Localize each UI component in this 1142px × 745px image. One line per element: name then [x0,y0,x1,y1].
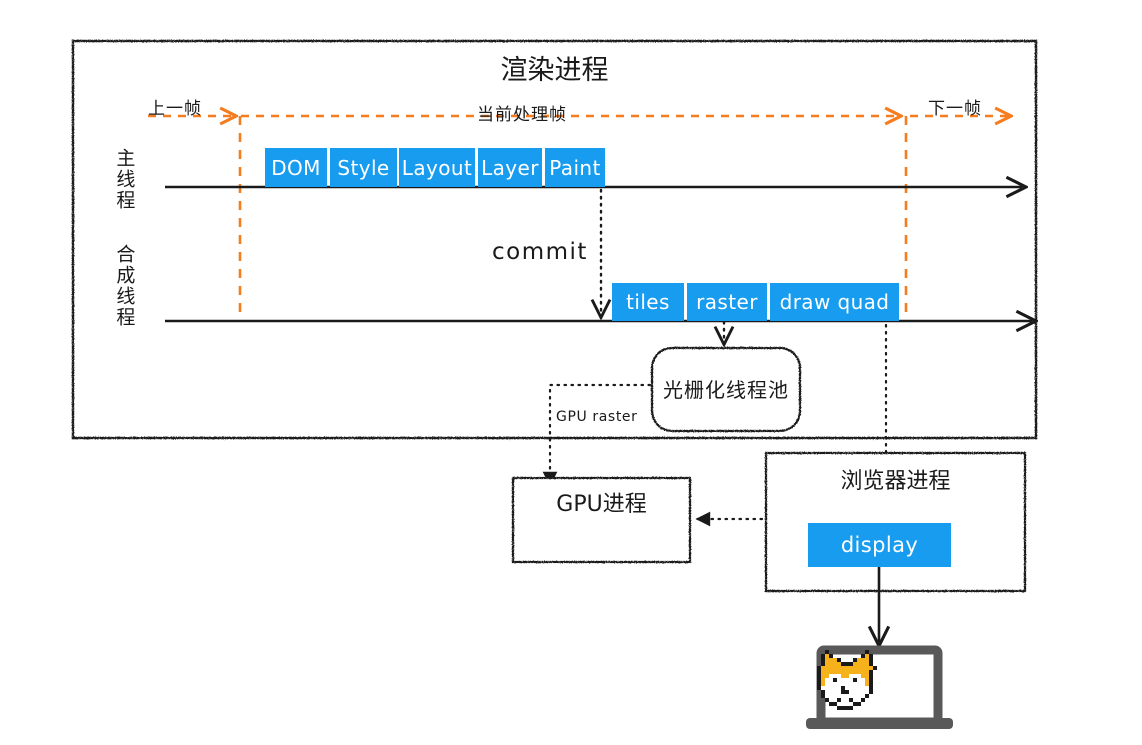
browser-process-border [764,451,1027,593]
browser-process-title: 浏览器进程 [840,469,951,494]
previous-frame-label: 上一帧 [148,99,202,119]
gpu-process-title: GPU进程 [556,492,647,517]
stage-paint[interactable]: Paint [545,148,605,187]
stage-draw-quad[interactable]: draw quad [770,283,899,321]
display-box[interactable]: display [808,523,951,567]
stage-layout[interactable]: Layout [399,148,475,187]
stage-raster[interactable]: raster [687,283,767,321]
stage-dom[interactable]: DOM [265,148,327,187]
stage-style[interactable]: Style [330,148,397,187]
stage-layer[interactable]: Layer [478,148,542,187]
next-frame-label: 下一帧 [928,99,982,119]
raster-thread-pool-label: 光栅化线程池 [663,378,789,402]
main-thread-label: 主线程 [113,148,136,211]
raster-thread-pool-box [650,346,802,433]
renderer-process-title: 渲染进程 [500,55,609,86]
stage-tiles[interactable]: tiles [612,283,684,321]
gpu-process-border [511,476,692,564]
current-frame-label: 当前处理帧 [477,105,567,125]
compositor-thread-label: 合成线程 [113,244,136,328]
doge-icon [817,650,877,710]
gpu-raster-label: GPU raster [556,409,638,425]
renderer-process-border [71,39,1038,440]
frame-boundary-lines [238,116,908,322]
gpu-raster-path [542,383,652,487]
commit-label: commit [492,239,588,265]
